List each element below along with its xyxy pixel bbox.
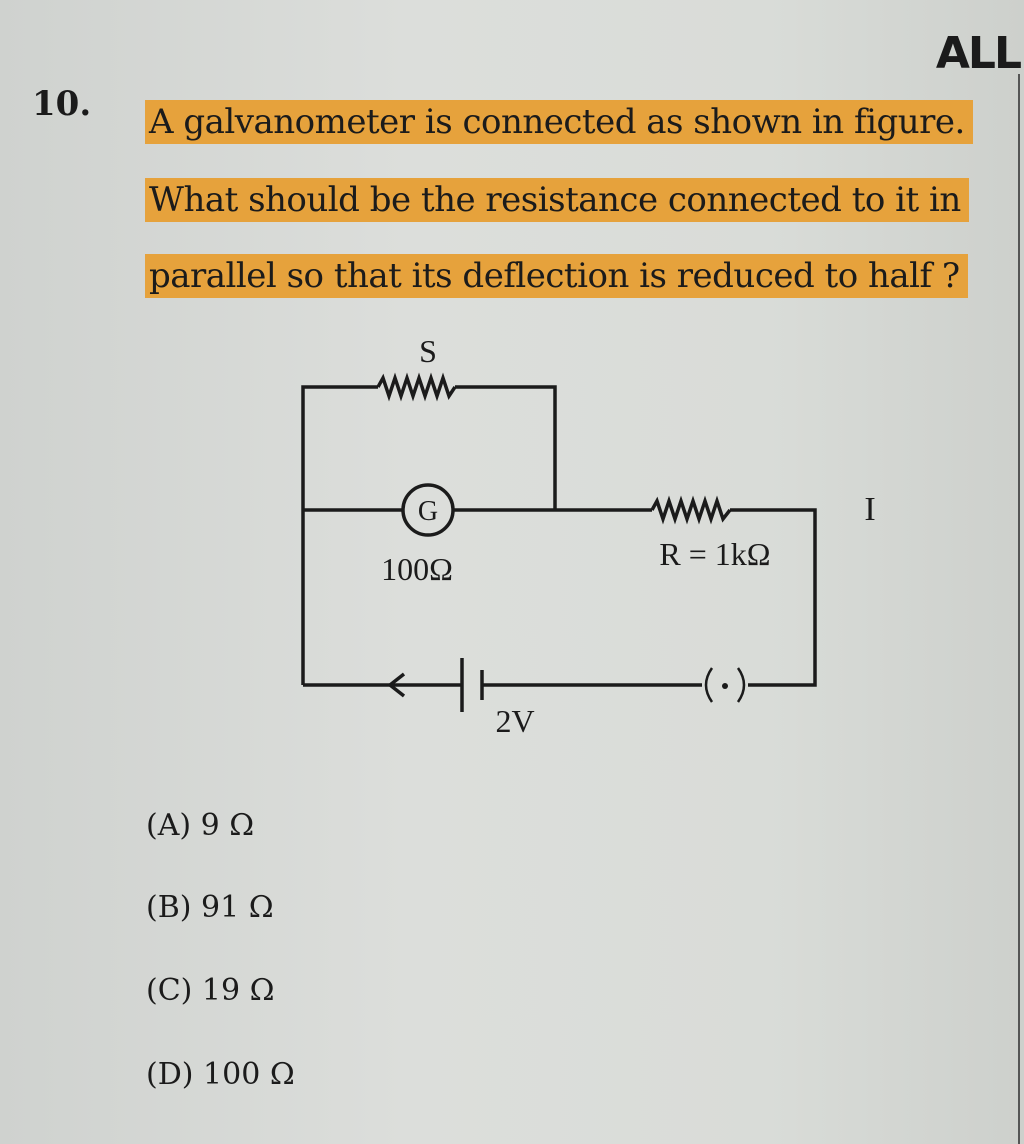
question-number: 10. xyxy=(32,84,92,124)
galvanometer-symbol: G xyxy=(418,496,438,527)
option-b[interactable]: (B) 91 Ω xyxy=(146,890,274,925)
current-label: I xyxy=(864,491,875,528)
series-resistance-label: R = 1kΩ xyxy=(659,536,770,572)
question-line-3: parallel so that its deflection is reduc… xyxy=(145,254,968,298)
key-right-paren xyxy=(736,667,746,703)
shunt-label: S xyxy=(419,333,437,369)
brand-logo: ALL xyxy=(935,28,1022,79)
option-label: (A) xyxy=(146,808,192,843)
option-a[interactable]: (A) 9 Ω xyxy=(146,808,254,843)
battery-voltage-label: 2V xyxy=(495,703,534,739)
galvanometer-resistance-label: 100Ω xyxy=(381,551,453,587)
shunt-resistor xyxy=(376,372,457,402)
option-value: 91 Ω xyxy=(201,890,274,925)
option-c[interactable]: (C) 19 Ω xyxy=(146,973,275,1008)
option-value: 9 Ω xyxy=(200,808,255,843)
option-label: (D) xyxy=(146,1057,194,1092)
wire-top xyxy=(301,385,378,510)
margin-rule xyxy=(1018,74,1020,1144)
option-d[interactable]: (D) 100 Ω xyxy=(146,1057,295,1092)
option-label: (C) xyxy=(146,973,193,1008)
key-dot xyxy=(722,683,728,689)
option-value: 100 Ω xyxy=(203,1057,295,1092)
series-resistor xyxy=(650,495,732,525)
key-left-paren xyxy=(704,667,714,703)
galvanometer-circle xyxy=(401,483,455,537)
wire-right xyxy=(730,508,817,687)
wire-top-right xyxy=(455,385,557,510)
option-value: 19 Ω xyxy=(201,973,275,1008)
question-line-1: A galvanometer is connected as shown in … xyxy=(145,100,973,144)
current-arrow-icon xyxy=(387,672,406,698)
option-label: (B) xyxy=(146,890,192,925)
question-line-2: What should be the resistance connected … xyxy=(145,178,969,222)
